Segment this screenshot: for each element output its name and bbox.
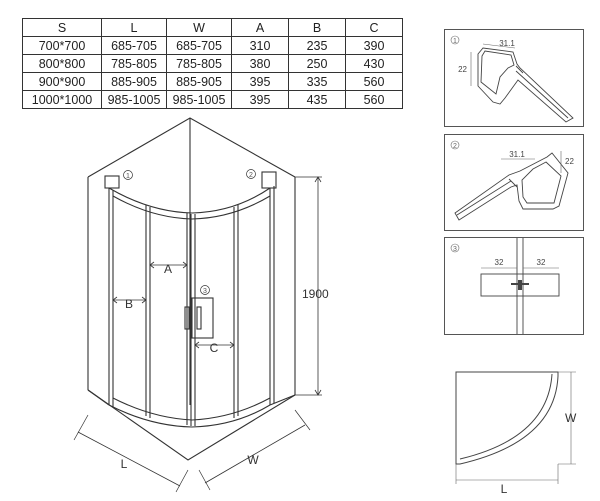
table-cell: 560 bbox=[345, 72, 403, 91]
detail-2-dim-top: 31.1 bbox=[509, 150, 525, 159]
table-cell: 1000*1000 bbox=[22, 90, 102, 109]
detail-1-profile: 1 31.1 22 bbox=[450, 35, 574, 123]
table-row: 800*800 785-805 785-805 380 250 430 bbox=[22, 54, 403, 73]
table-row: 700*700 685-705 685-705 310 235 390 bbox=[22, 36, 403, 55]
table-row: 900*900 885-905 885-905 395 335 560 bbox=[22, 72, 403, 91]
table-cell: 700*700 bbox=[22, 36, 102, 55]
detail-2-dim-side: 22 bbox=[565, 157, 574, 166]
callout-1-label: 1 bbox=[126, 173, 130, 180]
height-dimension-label: 1900 bbox=[302, 287, 329, 301]
top-view-drawing: W L bbox=[455, 371, 577, 495]
detail-3-dim-left: 32 bbox=[495, 258, 504, 267]
detail-2-panel: 2 31.1 22 bbox=[444, 134, 584, 231]
shower-enclosure-drawing: 1 2 3 A B C 1900 L W bbox=[73, 117, 329, 493]
table-row: 1000*1000 985-1005 985-1005 395 435 560 bbox=[22, 90, 403, 109]
size-table: S L W A B C 700*700 685-705 685-705 310 … bbox=[22, 18, 403, 109]
table-cell: 390 bbox=[345, 36, 403, 55]
table-header-row: S L W A B C bbox=[22, 18, 403, 37]
table-cell: 435 bbox=[288, 90, 346, 109]
table-cell: 800*800 bbox=[22, 54, 102, 73]
detail-3-number: 3 bbox=[453, 246, 457, 253]
table-cell: 985-1005 bbox=[101, 90, 167, 109]
table-cell: 395 bbox=[231, 72, 289, 91]
callout-3-label: 3 bbox=[203, 288, 207, 295]
table-cell: 885-905 bbox=[166, 72, 232, 91]
detail-3-handle: 3 32 32 bbox=[450, 238, 560, 334]
detail-3-dim-right: 32 bbox=[537, 258, 546, 267]
table-cell: 685-705 bbox=[101, 36, 167, 55]
table-cell: 250 bbox=[288, 54, 346, 73]
dimension-b-label: B bbox=[125, 297, 133, 311]
table-cell: 785-805 bbox=[166, 54, 232, 73]
table-cell: 785-805 bbox=[101, 54, 167, 73]
table-cell: 235 bbox=[288, 36, 346, 55]
dimension-a-label: A bbox=[164, 262, 172, 276]
table-cell: 380 bbox=[231, 54, 289, 73]
table-header-w: W bbox=[166, 18, 232, 37]
top-view-w-label: W bbox=[565, 411, 577, 425]
table-header-c: C bbox=[345, 18, 403, 37]
dimension-w-label: W bbox=[247, 453, 259, 467]
table-cell: 900*900 bbox=[22, 72, 102, 91]
table-cell: 560 bbox=[345, 90, 403, 109]
table-cell: 985-1005 bbox=[166, 90, 232, 109]
dimension-l-label: L bbox=[121, 457, 128, 471]
table-header-a: A bbox=[231, 18, 289, 37]
table-cell: 310 bbox=[231, 36, 289, 55]
dimension-c-label: C bbox=[210, 341, 219, 355]
detail-2-number: 2 bbox=[453, 143, 457, 150]
detail-1-dim-side: 22 bbox=[458, 65, 467, 74]
detail-2-profile: 2 31.1 22 bbox=[450, 140, 574, 221]
table-header-b: B bbox=[288, 18, 346, 37]
detail-3-panel: 3 32 32 bbox=[444, 237, 584, 335]
detail-1-dim-top: 31.1 bbox=[499, 39, 515, 48]
table-cell: 685-705 bbox=[166, 36, 232, 55]
table-header-l: L bbox=[101, 18, 167, 37]
table-header-s: S bbox=[22, 18, 102, 37]
table-cell: 430 bbox=[345, 54, 403, 73]
table-cell: 395 bbox=[231, 90, 289, 109]
callout-2-label: 2 bbox=[249, 172, 253, 179]
detail-1-number: 1 bbox=[453, 38, 457, 45]
top-view-l-label: L bbox=[501, 482, 508, 495]
table-cell: 335 bbox=[288, 72, 346, 91]
table-cell: 885-905 bbox=[101, 72, 167, 91]
detail-1-panel: 1 31.1 22 bbox=[444, 29, 584, 127]
